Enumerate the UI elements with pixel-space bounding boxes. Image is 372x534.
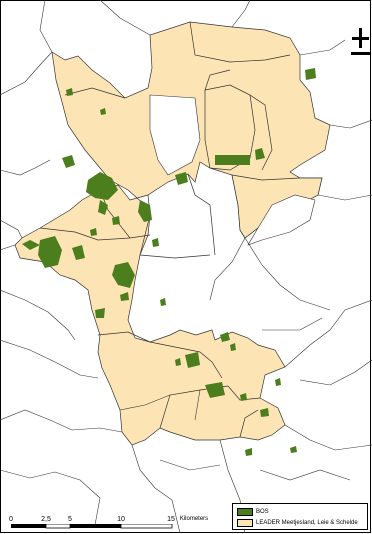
forest-patches — [22, 68, 316, 456]
scale-tick-label: 15 — [167, 516, 175, 523]
non-leader-area — [149, 94, 201, 176]
scale-tick-label: 0 — [9, 516, 13, 523]
legend-label: LEADER Meetjesland, Leie & Schelde — [256, 520, 358, 526]
legend-swatch-leader — [237, 519, 253, 527]
scale-bar-graphic — [11, 524, 173, 529]
legend-swatch-forest — [237, 508, 253, 516]
map-legend: BOS LEADER Meetjesland, Leie & Schelde — [232, 503, 368, 530]
scale-tick-label: 2,5 — [41, 516, 51, 523]
scale-tick-label: 5 — [68, 516, 72, 523]
legend-item-leader: LEADER Meetjesland, Leie & Schelde — [237, 518, 358, 528]
scale-bar: 0 2,5 5 10 15 Kilometers — [8, 516, 208, 532]
legend-item-bos: BOS — [237, 507, 269, 517]
legend-label: BOS — [256, 509, 269, 515]
non-leader-area — [247, 194, 316, 246]
scale-unit-label: Kilometers — [179, 516, 209, 522]
north-arrow-icon — [351, 28, 370, 55]
municipal-boundaries — [39, 21, 291, 438]
scale-tick-label: 10 — [117, 516, 125, 523]
